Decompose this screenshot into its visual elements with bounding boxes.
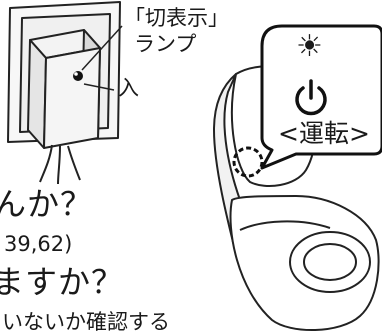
section1-heading: んか？ — [0, 185, 94, 223]
lamp-label-line1: 「切表示」 — [124, 6, 229, 30]
power-adapter — [27, 29, 101, 149]
sun-icon: ☀ — [296, 29, 323, 64]
operation-status-text: <運転> — [278, 119, 370, 148]
lamp-label-line2: ランプ — [134, 32, 197, 56]
lamp-indicator — [73, 71, 83, 81]
callout-bubble — [260, 24, 382, 170]
power-leader-line — [83, 83, 115, 91]
power-on-label: 入 — [118, 76, 139, 100]
page-reference: 39,62) — [4, 232, 73, 256]
power-icon — [295, 79, 327, 116]
section2-body: いないか確認する — [2, 310, 170, 334]
lamp-leader-line — [81, 25, 123, 71]
adapter-cords — [39, 144, 81, 185]
section2-heading: ますか？ — [0, 263, 125, 301]
highlight-circle — [232, 146, 264, 178]
